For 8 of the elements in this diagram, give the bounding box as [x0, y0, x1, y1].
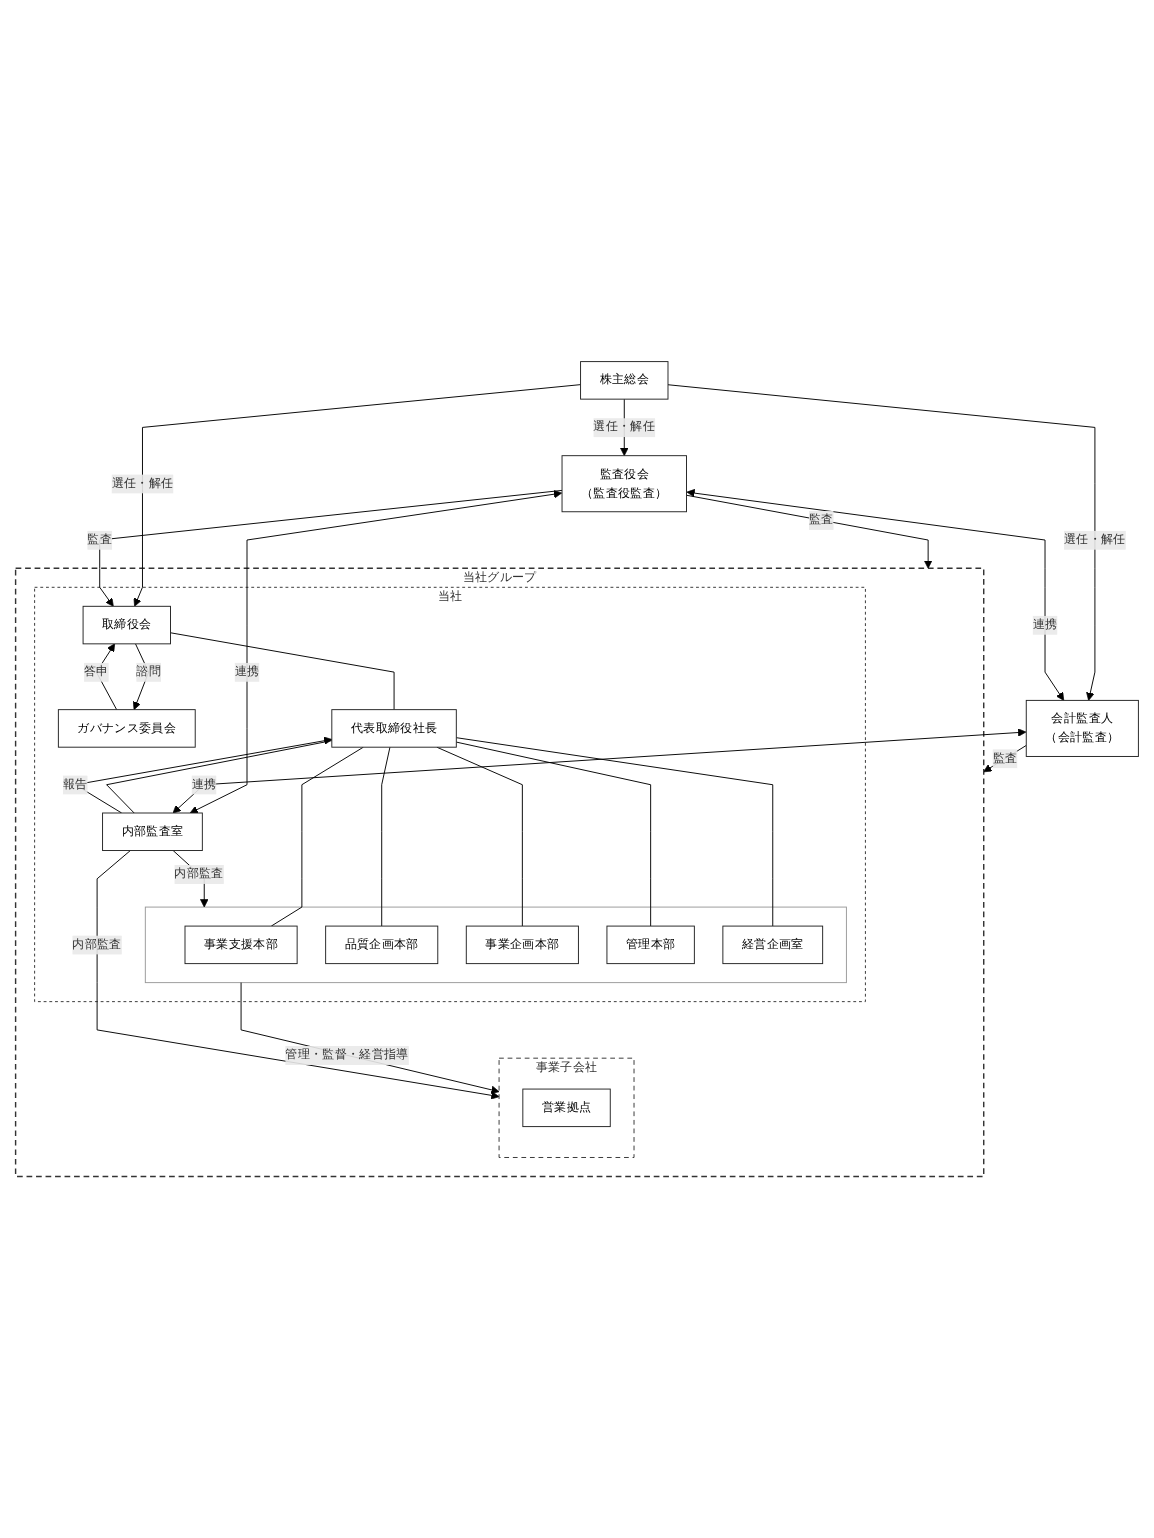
- connector: [455, 741, 652, 927]
- cluster: [144, 906, 847, 984]
- connector: [381, 746, 391, 927]
- connector: [106, 740, 333, 814]
- connector: [170, 632, 395, 711]
- connector: [436, 746, 523, 927]
- connector: [455, 737, 774, 927]
- connector: [270, 746, 364, 927]
